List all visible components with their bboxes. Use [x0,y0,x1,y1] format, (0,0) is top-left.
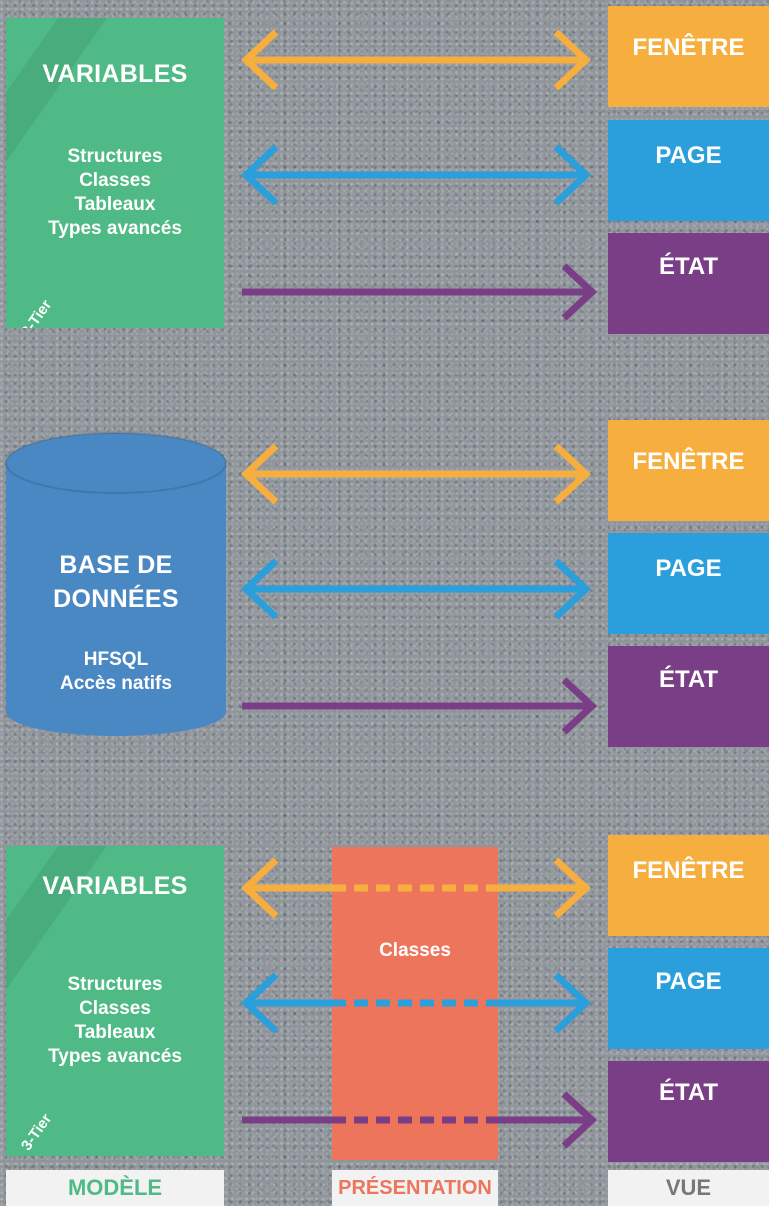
view-label: ÉTAT [658,1079,719,1106]
view-report-1: ÉTAT [608,233,769,334]
arrow-report-1 [242,263,598,321]
arrow-window-1 [240,29,592,91]
view-label: FENÊTRE [632,448,745,475]
model-line: Structures [67,974,163,995]
database-lines: HFSQL Accès natifs [6,648,226,696]
database-line: HFSQL [83,649,149,670]
view-window-3: FENÊTRE [608,835,769,936]
arrow-window-2 [240,443,592,505]
view-page-2: PAGE [608,533,769,634]
view-label: PAGE [655,142,722,169]
arrow-page-3 [240,972,592,1034]
model-box-1: VARIABLES Structures Classes Tableaux Ty… [6,18,224,328]
arrow-report-3 [242,1091,598,1149]
model-line: Types avancés [48,218,182,239]
view-label: PAGE [655,968,722,995]
database-title-line: DONNÉES [53,585,179,613]
model-lines: Structures Classes Tableaux Types avancé… [6,973,224,1069]
arrow-page-1 [240,144,592,206]
model-title: VARIABLES [42,872,188,900]
database-title-line: BASE DE [59,551,173,579]
view-window-1: FENÊTRE [608,6,769,107]
view-label: ÉTAT [658,666,719,693]
view-label: PAGE [655,555,722,582]
view-page-3: PAGE [608,948,769,1049]
view-label: FENÊTRE [632,34,745,61]
footer-view-label: VUE [608,1170,769,1206]
view-report-2: ÉTAT [608,646,769,747]
model-line: Structures [67,146,163,167]
model-lines: Structures Classes Tableaux Types avancé… [6,145,224,241]
presentation-label: Classes [379,940,451,961]
view-report-3: ÉTAT [608,1061,769,1162]
footer-model-label: MODÈLE [6,1170,224,1206]
model-title: VARIABLES [42,60,188,88]
model-line: Types avancés [48,1046,182,1067]
database-line: Accès natifs [60,673,172,694]
arrow-report-2 [242,677,598,735]
view-window-2: FENÊTRE [608,420,769,521]
database-title: BASE DE DONNÉES [6,548,226,616]
footer-presentation-label: PRÉSENTATION [332,1170,498,1206]
arrow-window-3 [240,857,592,919]
view-label: ÉTAT [658,253,719,280]
model-line: Classes [79,998,151,1019]
model-box-3: VARIABLES Structures Classes Tableaux Ty… [6,846,224,1156]
model-line: Tableaux [74,194,156,215]
model-line: Tableaux [74,1022,156,1043]
view-page-1: PAGE [608,120,769,221]
model-line: Classes [79,170,151,191]
arrow-page-2 [240,558,592,620]
view-label: FENÊTRE [632,857,745,884]
